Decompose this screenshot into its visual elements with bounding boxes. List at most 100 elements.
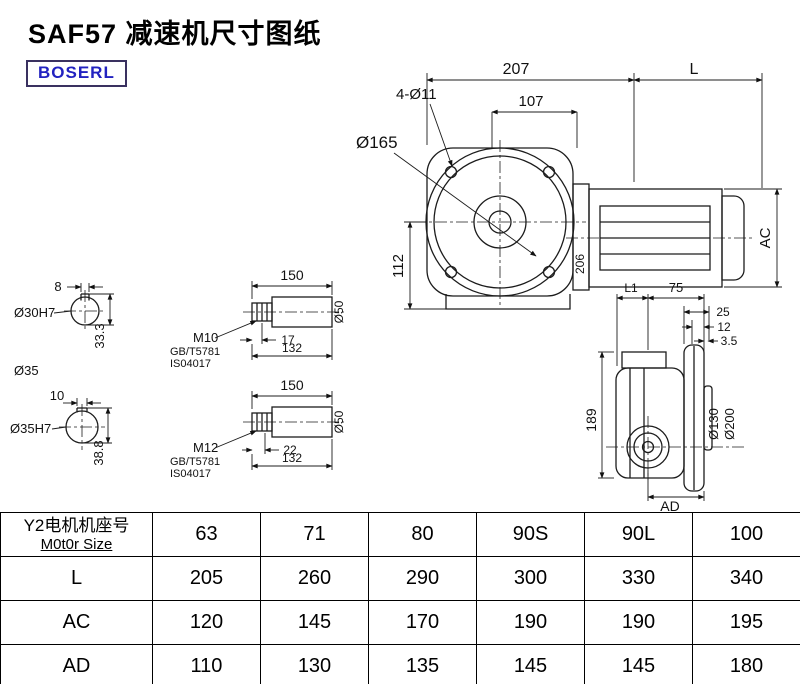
key-depth-label: 38.8 <box>91 440 106 465</box>
dim-L-label: L <box>690 61 699 78</box>
bore-label: Ø35H7 <box>10 421 51 436</box>
dim-207-label: 207 <box>503 61 530 78</box>
shaft-dia-label: Ø35 <box>14 363 39 378</box>
table-cell: 90L <box>584 512 693 557</box>
dim-112-label: 112 <box>390 254 407 278</box>
side-view-labels: L1 75 25 12 3.5 189 Ø130 Ø200 AD <box>583 280 738 512</box>
front-view-dimensions <box>393 73 782 310</box>
table-cell: 190 <box>584 600 693 645</box>
table-cell: 340 <box>692 556 800 601</box>
key-width-label: 10 <box>50 388 64 403</box>
table-cell: 120 <box>152 600 261 645</box>
motor-end-cap <box>721 195 745 281</box>
table-row-AC: AC 120 145 170 190 190 195 <box>0 600 800 645</box>
hub-edge <box>703 385 713 451</box>
body-length-label: 132 <box>282 341 302 355</box>
bolt-hole <box>444 165 458 179</box>
table-cell: 300 <box>476 556 585 601</box>
dia-130-label: Ø130 <box>706 408 721 440</box>
front-view-labels: 207 L 107 4-Ø11 Ø165 112 AC 206 <box>356 61 774 278</box>
bolt-hole <box>542 165 556 179</box>
bolt-hole <box>444 265 458 279</box>
table-cell: 100 <box>692 512 800 557</box>
thread-length-label: 17 <box>281 333 295 347</box>
dim-L1-label: L1 <box>624 281 638 295</box>
standard-label: GB/T5781 <box>170 346 220 358</box>
table-cell: 330 <box>584 556 693 601</box>
section-bottom-centerlines <box>59 404 105 450</box>
table-cell: 170 <box>368 600 477 645</box>
dim-AC-label: AC <box>757 227 774 248</box>
row-label: L <box>0 556 153 601</box>
table-cell: 290 <box>368 556 477 601</box>
table-cell: 145 <box>476 644 585 684</box>
side-view-dims <box>598 294 718 501</box>
dim-189-label: 189 <box>583 408 599 432</box>
table-cell: 195 <box>692 600 800 645</box>
table-cell: 80 <box>368 512 477 557</box>
key-width-label: 8 <box>54 279 61 294</box>
table-cell: 63 <box>152 512 261 557</box>
shaft-top-dims <box>214 281 333 360</box>
page-title: SAF57 减速机尺寸图纸 <box>28 19 322 49</box>
dim-12-label: 12 <box>717 320 731 334</box>
table-row-motor-size: Y2电机机座号 M0t0r Size 63 71 80 90S 90L 100 <box>0 512 800 557</box>
shaft-dia-label: Ø50 <box>332 300 346 323</box>
front-view-geometry <box>425 147 745 310</box>
dim-107-label: 107 <box>518 93 543 110</box>
table-cell: 90S <box>476 512 585 557</box>
holes-label: 4-Ø11 <box>396 86 437 103</box>
key-depth-label: 33.3 <box>92 323 107 348</box>
shaft-length-label: 150 <box>280 267 304 283</box>
table-row-AD: AD 110 130 135 145 145 180 <box>0 644 800 684</box>
dim-AD-label: AD <box>660 498 679 512</box>
thread-label: M10 <box>193 330 218 345</box>
dim-3-5-label: 3.5 <box>721 334 738 348</box>
flange-dia-label: Ø165 <box>356 133 398 152</box>
row-label: AD <box>0 644 153 684</box>
shaft-bottom-dims <box>214 391 333 470</box>
technical-drawing: 207 L 107 4-Ø11 Ø165 112 AC 206 <box>10 61 782 512</box>
dim-25-label: 25 <box>716 305 730 319</box>
motor-size-label-cn: Y2电机机座号 <box>23 515 130 535</box>
standard-label: GB/T5781 <box>170 456 220 468</box>
section-bottom-labels: 10 Ø35H7 38.8 <box>10 388 106 466</box>
section-top-labels: 8 Ø30H7 33.3 Ø35 <box>14 279 107 378</box>
table-cell: 145 <box>260 600 369 645</box>
side-housing-top <box>621 351 667 369</box>
bolt-hole <box>542 265 556 279</box>
dimension-table: Y2电机机座号 M0t0r Size 63 71 80 90S 90L 100 … <box>0 512 800 684</box>
table-cell: 260 <box>260 556 369 601</box>
table-header-motor-size: Y2电机机座号 M0t0r Size <box>0 512 153 557</box>
bore-label: Ø30H7 <box>14 305 55 320</box>
dim-75-label: 75 <box>669 280 683 295</box>
shaft-top-labels: 150 M10 GB/T5781 IS04017 17 132 Ø50 <box>170 267 346 370</box>
table-cell: 145 <box>584 644 693 684</box>
section-top-dims <box>53 283 114 326</box>
standard-label: IS04017 <box>170 468 211 480</box>
thread-label: M12 <box>193 440 218 455</box>
table-cell: 130 <box>260 644 369 684</box>
table-cell: 71 <box>260 512 369 557</box>
shaft-dia-label: Ø50 <box>332 410 346 433</box>
motor-size-label-en: M0t0r Size <box>40 535 113 553</box>
shaft-length-label: 150 <box>280 377 304 393</box>
side-view-geometry <box>615 344 713 492</box>
side-view-centerlines <box>606 416 744 480</box>
body-length-label: 132 <box>282 451 302 465</box>
table-row-L: L 205 260 290 300 330 340 <box>0 556 800 601</box>
table-cell: 135 <box>368 644 477 684</box>
table-cell: 110 <box>152 644 261 684</box>
table-cell: 190 <box>476 600 585 645</box>
front-view-centerlines <box>414 140 754 306</box>
dim-206-label: 206 <box>573 254 587 274</box>
section-bottom-dims <box>51 398 112 444</box>
table-cell: 205 <box>152 556 261 601</box>
dia-200-label: Ø200 <box>722 408 737 440</box>
thread-length-label: 22 <box>283 443 297 457</box>
row-label: AC <box>0 600 153 645</box>
housing-base <box>445 294 571 310</box>
boserl-logo: BOSERL <box>26 60 127 87</box>
table-cell: 180 <box>692 644 800 684</box>
